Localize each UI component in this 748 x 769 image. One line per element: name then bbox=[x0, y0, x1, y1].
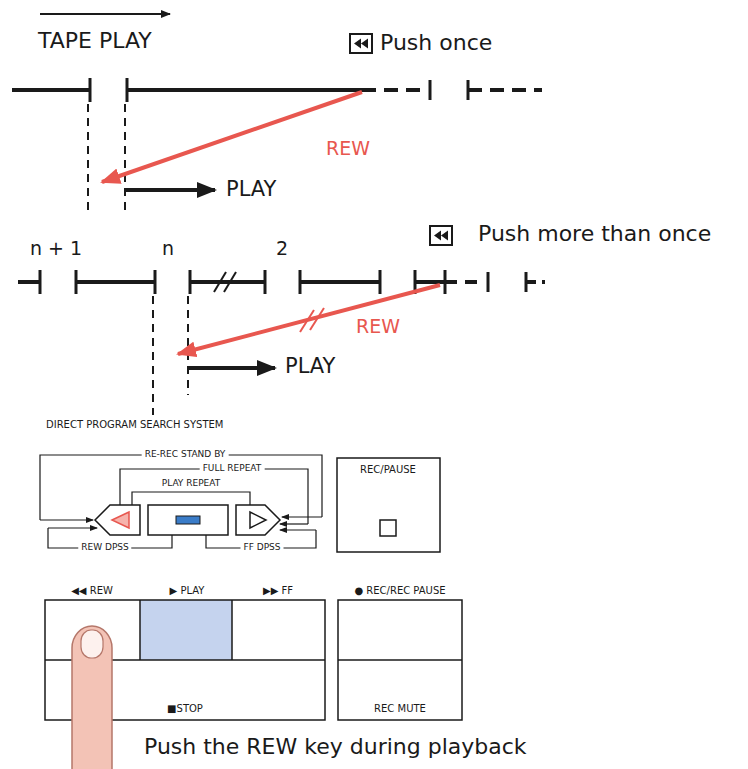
rew-arrow bbox=[178, 285, 440, 354]
tape-line bbox=[18, 270, 545, 415]
play-button bbox=[148, 505, 228, 535]
play-key-fill bbox=[140, 600, 232, 660]
bracket-label: RE-REC STAND BY bbox=[142, 449, 229, 459]
rew-label: REW bbox=[356, 316, 400, 338]
instruction-text: Push more than once bbox=[478, 221, 711, 246]
rec-pause-box: REC/PAUSE bbox=[337, 458, 440, 552]
caption: Push the REW key during playback bbox=[144, 734, 527, 759]
key-panel: ◀◀ REW ▶ PLAY ▶▶ FF ■STOP bbox=[45, 584, 325, 720]
rec-pause-button bbox=[380, 520, 396, 536]
play-arrow bbox=[125, 188, 215, 192]
key-label: ■STOP bbox=[167, 703, 203, 715]
ff-button bbox=[236, 505, 280, 535]
play-label: PLAY bbox=[285, 354, 335, 378]
bracket-label: PLAY REPEAT bbox=[162, 478, 220, 488]
system-name: DIRECT PROGRAM SEARCH SYSTEM bbox=[46, 419, 223, 431]
finger bbox=[72, 626, 112, 769]
break-mark bbox=[300, 308, 324, 332]
program-number: 2 bbox=[276, 238, 288, 260]
rec-key-panel: ● REC/REC PAUSE REC MUTE bbox=[338, 584, 462, 720]
bracket-line bbox=[40, 455, 322, 548]
panel-label: REC/PAUSE bbox=[360, 464, 416, 476]
direction-arrow bbox=[40, 13, 170, 15]
program-number: n + 1 bbox=[30, 238, 82, 260]
rew-icon bbox=[350, 34, 372, 53]
rew-button bbox=[95, 505, 140, 535]
rew-icon bbox=[430, 226, 452, 245]
direction-label: TAPE PLAY bbox=[38, 28, 152, 53]
program-number: n bbox=[162, 238, 174, 260]
key-label: ◀◀ REW bbox=[71, 585, 113, 597]
key-label: ▶ PLAY bbox=[170, 585, 205, 597]
key-label: REC MUTE bbox=[374, 703, 426, 715]
key-label: ● REC/REC PAUSE bbox=[354, 585, 445, 597]
bracket-label: FULL REPEAT bbox=[200, 463, 265, 473]
rew-label: REW bbox=[326, 138, 370, 160]
rec-pause-outline bbox=[337, 458, 440, 552]
tape-line bbox=[12, 78, 542, 215]
play-arrow bbox=[188, 366, 275, 370]
key-label: ▶▶ FF bbox=[263, 585, 293, 597]
instruction-text: Push once bbox=[380, 30, 492, 55]
bracket-label: REW DPSS bbox=[78, 542, 131, 552]
rew-arrow bbox=[102, 92, 362, 182]
bracket-label: FF DPSS bbox=[241, 542, 284, 552]
play-label: PLAY bbox=[226, 177, 276, 201]
